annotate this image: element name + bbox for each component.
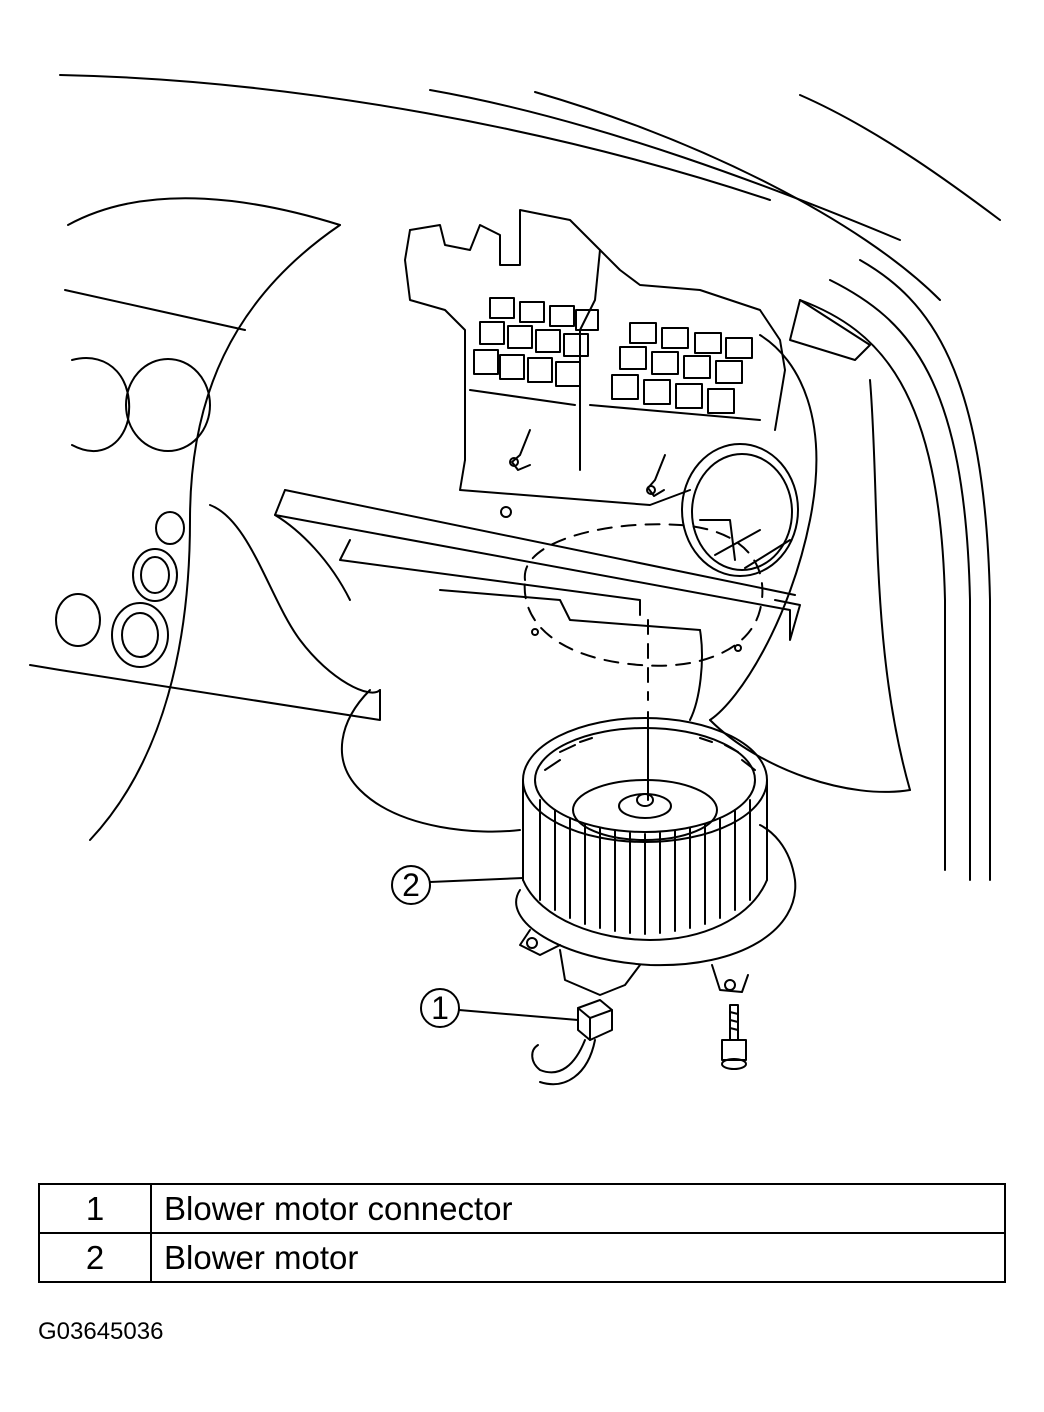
lower-panel — [274, 489, 801, 721]
figure-id: G03645036 — [38, 1318, 164, 1345]
connector-part — [531, 999, 613, 1086]
callout-2-number: 2 — [402, 867, 420, 903]
legend-number: 2 — [38, 1232, 152, 1283]
blower-motor-removal-illustration: 2 1 — [29, 74, 1001, 1086]
callout-2: 2 — [391, 865, 524, 905]
blower-mounting-position — [523, 523, 764, 701]
mounting-bolt — [721, 1004, 747, 1070]
callout-1-number: 1 — [431, 990, 449, 1026]
legend-table: 1 Blower motor connector 2 Blower motor — [38, 1183, 1006, 1283]
legend-description: Blower motor — [150, 1232, 1006, 1283]
callout-1: 1 — [420, 988, 579, 1028]
blower-motor-assembly — [515, 711, 797, 996]
vent-grille-right — [611, 322, 753, 414]
legend-row: 2 Blower motor — [38, 1232, 1006, 1283]
instrument-gauges — [55, 357, 211, 668]
dashboard-outline — [29, 74, 1001, 841]
blower-inlet-opening — [681, 443, 799, 577]
screw-hole — [734, 644, 742, 652]
a-pillar — [709, 259, 991, 881]
legend-row: 1 Blower motor connector — [38, 1183, 1006, 1234]
legend-number: 1 — [38, 1183, 152, 1234]
vent-grille-left — [473, 297, 599, 387]
screw-hole — [531, 628, 539, 636]
legend-description: Blower motor connector — [150, 1183, 1006, 1234]
blower-case-housing — [404, 209, 871, 518]
